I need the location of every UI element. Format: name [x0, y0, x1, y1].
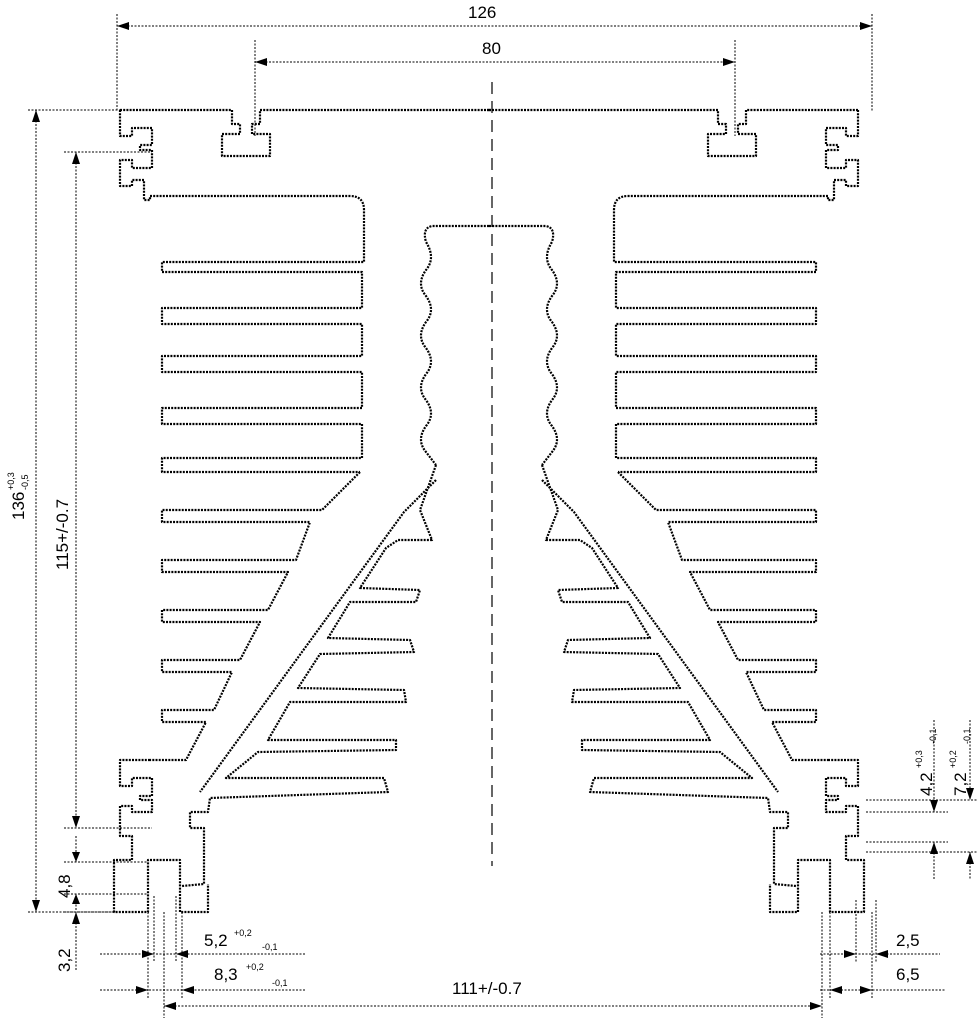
label-groove-height: 7,2	[951, 772, 970, 796]
dim-foot-offset: 4,8	[55, 836, 148, 912]
left-edge-upper	[118, 110, 366, 250]
label-foot-inner: 2,5	[896, 931, 920, 950]
diagonal-arm-left	[181, 464, 438, 888]
lower-foot-left	[112, 758, 210, 914]
dim-foot-inner: 2,5	[820, 900, 940, 962]
dim-overall-height: 136 +0,3 -0,5	[6, 109, 120, 913]
label-body-height: 115+/-0.7	[53, 499, 72, 570]
label-overall-height: 136	[9, 492, 28, 520]
label-foot-outer: 6,5	[896, 965, 920, 984]
label-foot-height: 3,2	[55, 948, 74, 972]
label-groove-depth-tol-lower: -0,1	[928, 728, 938, 744]
label-slot-width-tol-upper: +0,2	[234, 928, 252, 938]
label-foot-offset: 4,8	[55, 874, 74, 898]
label-slot-width-tol-lower: -0,1	[262, 942, 278, 952]
top-plate-left	[120, 108, 492, 158]
label-groove-depth-tol-upper: +0,3	[914, 750, 924, 768]
dim-body-height: 115+/-0.7	[53, 151, 152, 829]
label-slot-outer-tol-lower: -0,1	[272, 978, 288, 988]
label-top-slot-spacing: 80	[482, 39, 501, 58]
label-slot-outer-tol-upper: +0,2	[246, 962, 264, 972]
dim-overall-width: 126	[116, 3, 873, 112]
label-groove-depth: 4,2	[917, 772, 936, 796]
fins-left	[150, 250, 366, 762]
dim-slot-outer: 8,3 +0,2 -0,1	[100, 912, 306, 998]
dim-slot-width: 5,2 +0,2 -0,1	[100, 896, 306, 962]
label-overall-height-tol-lower: -0,5	[20, 474, 30, 490]
label-foot-spacing: 111+/-0.7	[452, 979, 522, 998]
label-groove-height-tol-upper: +0,2	[948, 750, 958, 768]
label-groove-height-tol-lower: -0,1	[962, 728, 972, 744]
heatsink-profile-right	[484, 108, 866, 914]
dim-foot-height: 3,2	[55, 911, 116, 972]
center-column-left	[419, 224, 489, 466]
heatsink-profile-left	[112, 108, 492, 914]
label-slot-width: 5,2	[204, 931, 228, 950]
dim-groove-height: 7,2 +0,2 -0,1	[866, 720, 978, 880]
dim-foot-spacing: 111+/-0.7	[163, 912, 823, 1018]
label-overall-height-tol-upper: +0,3	[6, 472, 16, 490]
dim-foot-outer: 6,5	[820, 912, 946, 998]
dim-top-slot-spacing: 80	[254, 39, 736, 136]
dim-groove-depth: 4,2 +0,3 -0,1	[866, 720, 948, 880]
label-overall-width: 126	[468, 3, 496, 22]
label-slot-outer: 8,3	[214, 965, 238, 984]
diagonal-edge-left	[199, 479, 437, 793]
